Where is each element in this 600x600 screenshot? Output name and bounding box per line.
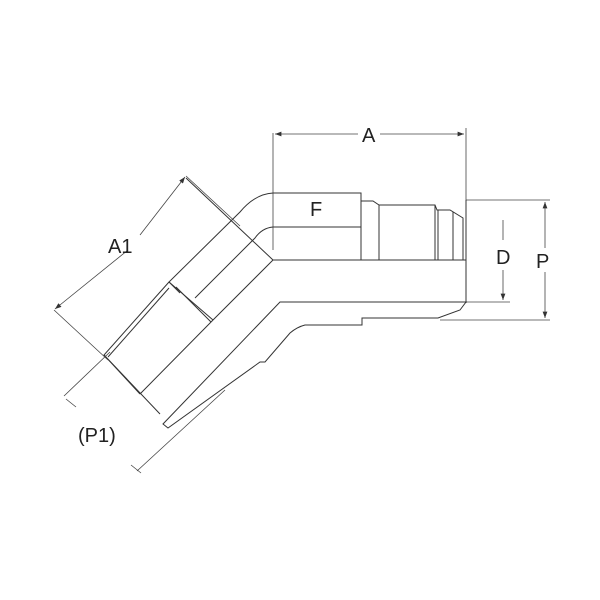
label-f: F (310, 199, 322, 221)
fitting-body-angled (103, 177, 274, 415)
label-a: A (362, 125, 376, 147)
label-p1: (P1) (78, 425, 116, 447)
label-p: P (536, 251, 549, 273)
label-d: D (496, 247, 510, 269)
label-a1: A1 (108, 236, 132, 258)
dimension-p-d (440, 199, 550, 321)
dimension-p1 (63, 351, 226, 474)
hatched-section (162, 301, 467, 429)
dimension-a (272, 128, 467, 250)
fitting-body-straight (273, 192, 467, 303)
dimension-a1 (53, 175, 241, 361)
